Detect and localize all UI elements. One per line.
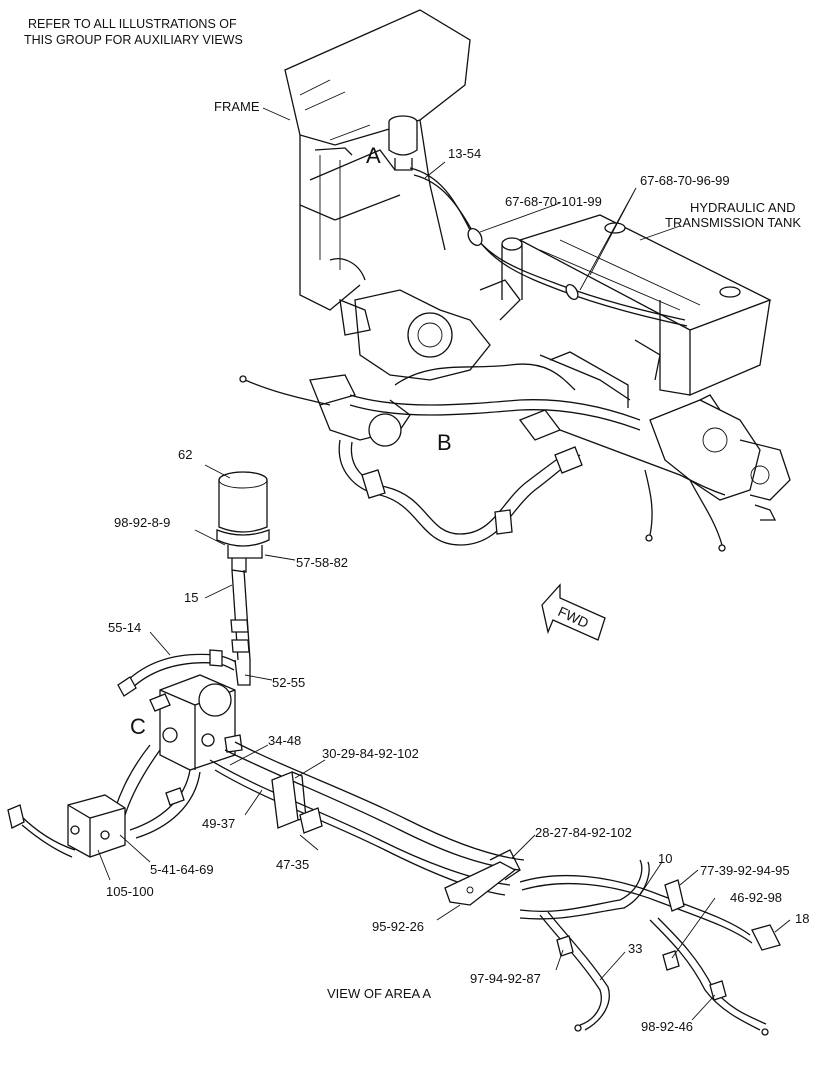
- callout-5-41-64-69: 5-41-64-69: [150, 862, 214, 877]
- callout-34-48: 34-48: [268, 733, 302, 748]
- callout-10: 10: [658, 851, 673, 866]
- hose-15: [230, 569, 251, 686]
- callout-tank-line-1: HYDRAULIC AND: [690, 200, 796, 215]
- area-marker-b: B: [437, 430, 452, 455]
- callout-47-35: 47-35: [276, 857, 310, 872]
- hose-55-14: [117, 649, 237, 697]
- callout-33: 33: [628, 941, 643, 956]
- callout-98-92-8-9: 98-92-8-9: [114, 515, 171, 530]
- view-caption: VIEW OF AREA A: [327, 986, 432, 1001]
- callout-30-29-84-92-102: 30-29-84-92-102: [322, 746, 419, 761]
- area-marker-a: A: [366, 143, 381, 168]
- callout-49-37: 49-37: [202, 816, 236, 831]
- right-components: [649, 394, 791, 521]
- lower-right-hoses: [519, 859, 781, 1036]
- hydraulic-tank: [518, 214, 772, 396]
- header-note-line-2: THIS GROUP FOR AUXILIARY VIEWS: [24, 33, 243, 47]
- callout-13-54: 13-54: [448, 146, 482, 161]
- bracket-28-27: [444, 849, 521, 906]
- hose-bundle: [209, 741, 525, 896]
- block-105-100: [67, 794, 126, 858]
- callout-46-92-98: 46-92-98: [730, 890, 783, 905]
- callout-67-68-70-101-99: 67-68-70-101-99: [505, 194, 602, 209]
- callout-105-100: 105-100: [106, 884, 154, 899]
- callout-55-14: 55-14: [108, 620, 142, 635]
- hose-13-54: [409, 167, 688, 327]
- canister-62: [216, 471, 270, 573]
- area-marker-c: C: [130, 714, 146, 739]
- callout-tank-line-2: TRANSMISSION TANK: [665, 215, 802, 230]
- callout-62: 62: [178, 447, 193, 462]
- frame-structure: [284, 9, 471, 311]
- callout-77-39-92-94-95: 77-39-92-94-95: [700, 863, 790, 878]
- callout-57-58-82: 57-58-82: [296, 555, 349, 570]
- leader-lines: [97, 107, 791, 1021]
- header-note-line-1: REFER TO ALL ILLUSTRATIONS OF: [28, 17, 237, 31]
- fwd-arrow-shape: [541, 583, 606, 641]
- callout-97-94-92-87: 97-94-92-87: [470, 971, 541, 986]
- callout-28-27-84-92-102: 28-27-84-92-102: [535, 825, 632, 840]
- valve-block-c: [149, 674, 243, 771]
- pump-assembly: [329, 237, 523, 381]
- callout-52-55: 52-55: [272, 675, 306, 690]
- callout-95-92-26: 95-92-26: [372, 919, 425, 934]
- callout-frame: FRAME: [214, 99, 260, 114]
- b-area-lines: [239, 351, 726, 552]
- callout-15: 15: [184, 590, 199, 605]
- callout-67-68-70-96-99: 67-68-70-96-99: [640, 173, 730, 188]
- callout-98-92-46: 98-92-46: [641, 1019, 694, 1034]
- upper-filter: [388, 115, 418, 171]
- callout-18: 18: [795, 911, 810, 926]
